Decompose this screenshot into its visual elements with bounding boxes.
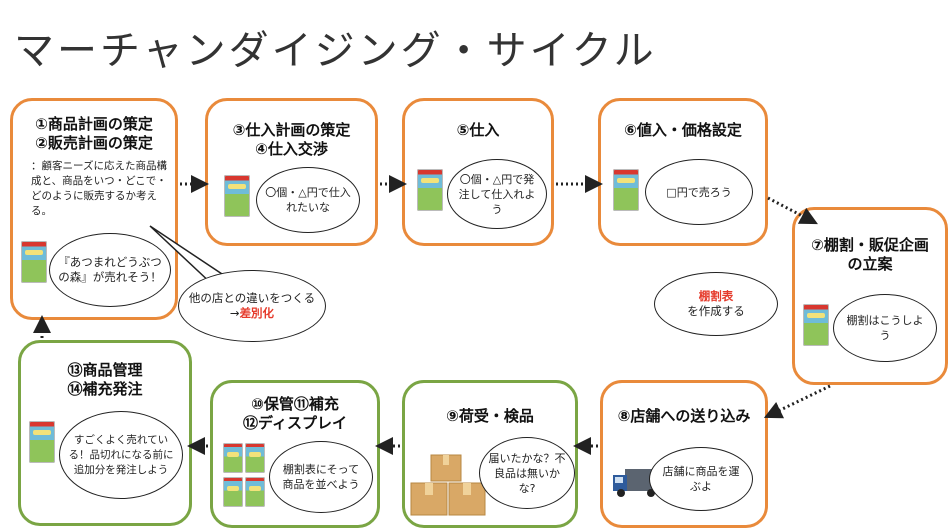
step-6-box: ⑥値入・価格設定 □円で売ろう: [598, 98, 768, 246]
step-9-title: ⑨荷受・検品: [446, 407, 534, 425]
step-3-bubble: 〇個・△円で仕入れたいな: [256, 167, 360, 233]
differentiation-callout: 他の店との違いをつくる→差別化: [178, 270, 326, 342]
game-box-icon: [21, 241, 47, 283]
step-12-title: ⑫ディスプレイ: [243, 414, 347, 432]
game-box-icon: [224, 175, 250, 217]
page-title: マーチャンダイジング・サイクル: [14, 28, 657, 74]
shelf-plan-emphasis: 棚割表: [698, 289, 734, 303]
step-3-4-box: ③仕入計画の策定 ④仕入交渉 〇個・△円で仕入れたいな: [205, 98, 378, 246]
game-box-icon: [223, 477, 243, 507]
step-14-title: ⑭補充発注: [67, 380, 143, 398]
step-10-bubble: 棚割表にそって商品を並べよう: [269, 441, 373, 513]
step-7-title: ⑦棚割・販促企画: [811, 236, 929, 254]
arrow-6-to-7: [767, 196, 818, 225]
step-7-box: ⑦棚割・販促企画 の立案 棚割はこうしよう: [792, 207, 948, 385]
game-box-icon: [223, 443, 243, 473]
step-3-title: ③仕入計画の策定: [232, 121, 351, 139]
step-8-bubble: 店舗に商品を運ぶよ: [649, 447, 753, 511]
step-13-14-box: ⑬商品管理 ⑭補充発注 すごくよく売れている！品切れになる前に追加分を発注しよう: [18, 340, 192, 526]
step-7-title-2: の立案: [847, 255, 893, 273]
step-5-bubble: 〇個・△円で発注して仕入れよう: [447, 159, 547, 229]
shelf-plan-callout: 棚割表 を作成する: [654, 272, 778, 336]
step-10-12-box: ⑩保管⑪補充 ⑫ディスプレイ 棚割表にそって商品を並べよう: [210, 380, 380, 528]
step-6-title: ⑥値入・価格設定: [624, 121, 742, 139]
game-box-icon: [29, 421, 55, 463]
step-9-box: ⑨荷受・検品 届いたかな？不良品は無いかな?: [402, 380, 578, 528]
game-box-icon: [245, 477, 265, 507]
step-1-note: ：顧客ニーズに応えた商品構成と、商品をいつ・どこで・どのように販売するか考える。: [31, 160, 167, 217]
differentiation-emphasis: 差別化: [239, 306, 275, 320]
step-1-title: ①商品計画の策定: [35, 115, 153, 133]
step-13-bubble: すごくよく売れている！品切れになる前に追加分を発注しよう: [59, 411, 183, 499]
game-box-icon: [803, 304, 829, 346]
step-4-title: ④仕入交渉: [255, 140, 328, 158]
step-1-bubble: 『あつまれどうぶつの森』が売れそう！: [49, 233, 171, 307]
cardboard-boxes-icon: [409, 449, 489, 519]
shelf-plan-text: を作成する: [687, 304, 745, 318]
step-13-title: ⑬商品管理: [67, 361, 143, 379]
step-5-title: ⑤仕入: [456, 121, 500, 139]
game-box-icon: [417, 169, 443, 211]
step-1-2-box: ①商品計画の策定 ②販売計画の策定 ：顧客ニーズに応えた商品構成と、商品をいつ・…: [10, 98, 178, 320]
step-10-title: ⑩保管⑪補充: [251, 395, 339, 413]
step-9-bubble: 届いたかな？不良品は無いかな?: [479, 437, 575, 509]
differentiation-text: 他の店との違いをつくる→: [188, 291, 316, 320]
game-box-icon: [613, 169, 639, 211]
step-8-title: ⑧店舗への送り込み: [617, 407, 751, 425]
step-7-bubble: 棚割はこうしよう: [833, 294, 937, 362]
step-5-box: ⑤仕入 〇個・△円で発注して仕入れよう: [402, 98, 554, 246]
step-2-title: ②販売計画の策定: [35, 134, 153, 152]
step-8-box: ⑧店舗への送り込み 店舗に商品を運ぶよ: [600, 380, 768, 528]
arrow-7-to-8: [763, 384, 831, 419]
step-6-bubble: □円で売ろう: [645, 159, 753, 225]
game-box-icon: [245, 443, 265, 473]
